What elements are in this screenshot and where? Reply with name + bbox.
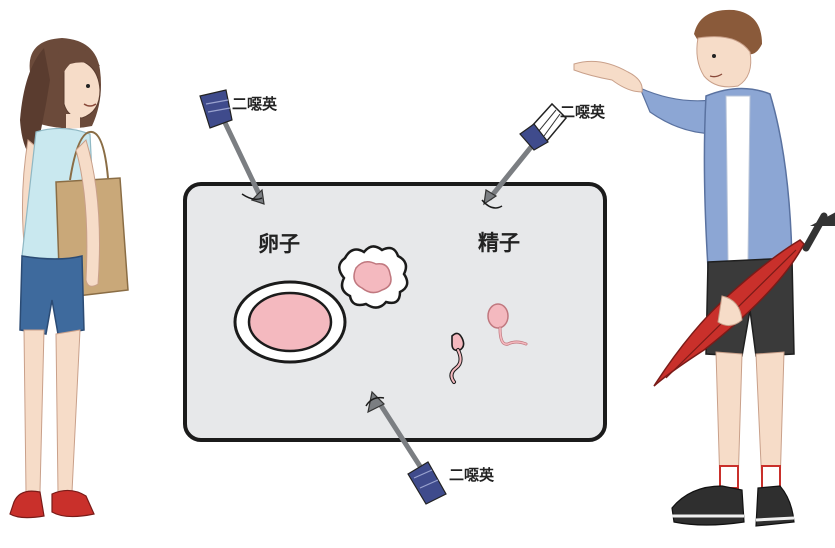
damaged-egg-cell <box>338 245 409 309</box>
egg-label: 卵子 <box>258 232 300 256</box>
damaged-sperm-cell <box>449 332 465 384</box>
arrow-top-right <box>481 102 568 209</box>
arrow-top-left <box>199 89 265 205</box>
boy-figure <box>573 9 835 527</box>
cell-panel <box>183 182 607 442</box>
sperm-label: 精子 <box>478 231 520 255</box>
girl-figure <box>9 38 129 519</box>
arrow-bottom <box>365 390 447 505</box>
egg-cell <box>233 280 347 364</box>
arrow-label-bottom: 二噁英 <box>449 466 495 484</box>
sperm-cell <box>487 303 528 346</box>
arrow-label-top-right: 二噁英 <box>560 103 606 121</box>
arrow-label-top-left: 二噁英 <box>232 95 278 113</box>
